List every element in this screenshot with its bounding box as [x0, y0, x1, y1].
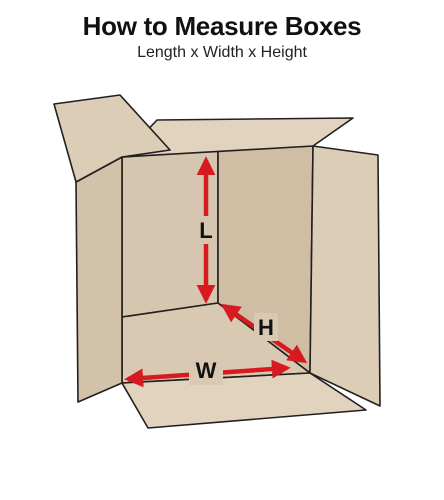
left-flap — [53, 94, 171, 183]
height-label-backdrop — [254, 313, 278, 341]
width-label: W — [196, 358, 217, 383]
width-label-backdrop — [189, 357, 223, 385]
header: How to Measure Boxes Length x Width x He… — [0, 10, 444, 63]
left-side-panel — [75, 156, 123, 403]
length-label: L — [199, 218, 212, 243]
height-label: H — [258, 315, 274, 340]
page-subtitle: Length x Width x Height — [137, 44, 307, 61]
page-title: How to Measure Boxes — [82, 11, 362, 41]
length-label-backdrop — [196, 216, 216, 244]
right-flap — [309, 145, 381, 407]
